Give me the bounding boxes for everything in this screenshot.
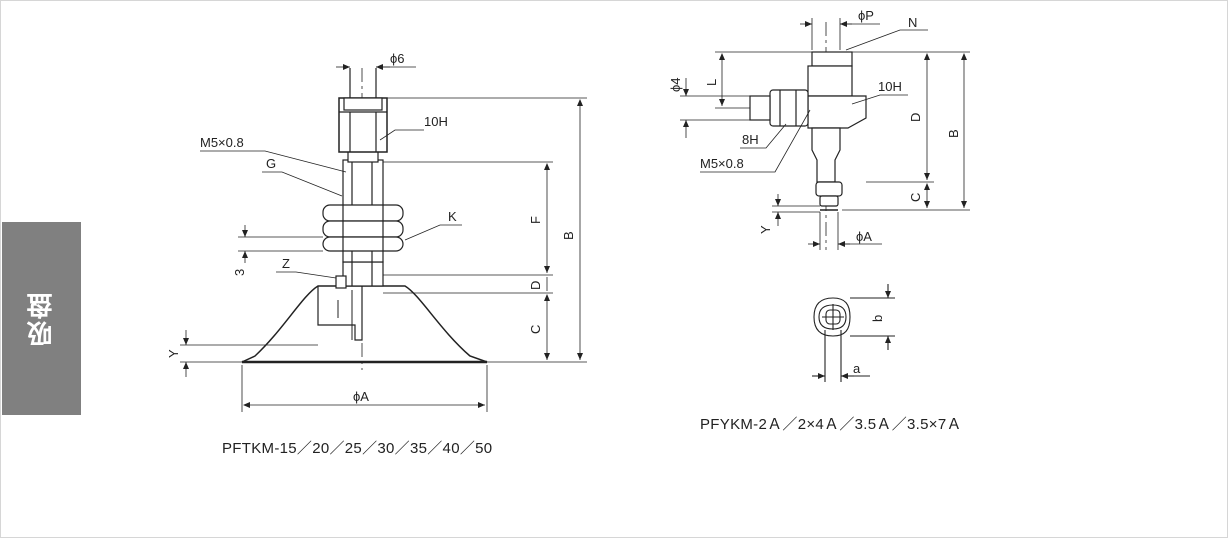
label-c-right: C (908, 193, 923, 202)
label-k: K (448, 209, 457, 224)
label-l: L (704, 79, 719, 86)
label-y-left: Y (166, 349, 181, 358)
left-vacuum-pad-drawing (241, 68, 488, 370)
label-thread-right: M5×0.8 (700, 156, 744, 171)
label-phiA-right: ϕA (856, 229, 872, 244)
label-three: 3 (232, 269, 247, 276)
label-phiP: ϕP (858, 8, 874, 23)
label-n: N (908, 15, 917, 30)
left-suction-cup (241, 285, 488, 363)
right-vacuum-pad-drawing (749, 22, 867, 250)
right-figure-caption: PFYKM-2Ａ／2×4Ａ／3.5Ａ／3.5×7Ａ (700, 416, 962, 433)
label-d-right: D (908, 113, 923, 122)
top-view-labels: b a (853, 315, 885, 376)
label-g: G (266, 156, 276, 171)
label-hex10-left: 10H (424, 114, 448, 129)
label-phi4: ϕ4 (668, 77, 683, 92)
label-c-left: C (528, 325, 543, 334)
label-thread-left: M5×0.8 (200, 135, 244, 150)
label-small-a: a (853, 361, 861, 376)
label-d-left: D (528, 281, 543, 290)
label-b-right: B (946, 129, 961, 138)
pad-top-view (812, 284, 895, 382)
label-f: F (528, 216, 543, 224)
label-z: Z (282, 256, 290, 271)
right-labels: ϕP N ϕ4 L 10H D B 8H M5×0.8 C Y ϕA (668, 8, 961, 244)
right-dimensions (680, 18, 970, 250)
category-tab[interactable]: 吸盘 (2, 222, 81, 415)
label-phi6: ϕ6 (390, 51, 405, 66)
label-b-left: B (561, 231, 576, 240)
label-y-right: Y (758, 225, 773, 234)
label-hex8: 8H (742, 132, 759, 147)
label-hex10-right: 10H (878, 79, 902, 94)
left-labels: ϕ6 10H M5×0.8 G K Z 3 Y F B D C ϕA (166, 51, 576, 404)
left-dimensions (180, 64, 587, 412)
label-small-b: b (870, 315, 885, 322)
left-figure-caption: PFTKM-15／20／25／30／35／40／50 (222, 440, 493, 457)
label-phiA-left: ϕA (353, 389, 369, 404)
